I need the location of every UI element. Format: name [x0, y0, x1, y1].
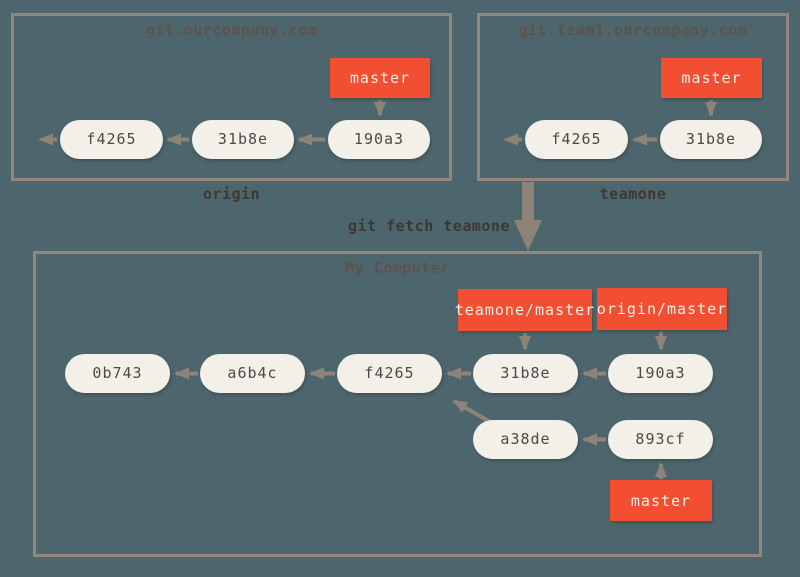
- local-commit-a38de: a38de: [473, 420, 578, 459]
- local-commit-f4265: f4265: [337, 354, 442, 393]
- remote-teamone-box: [477, 13, 789, 181]
- remote-teamone-name: teamone: [599, 185, 667, 203]
- remote-origin-box: [11, 13, 452, 181]
- local-computer-title: My Computer: [345, 259, 450, 277]
- local-commit-a6b4c: a6b4c: [200, 354, 305, 393]
- remote-origin-host: git.ourcompany.com: [145, 21, 318, 39]
- origin-commit-31b8e: 31b8e: [192, 120, 294, 159]
- teamone-master-tracking-tag: teamone/master: [455, 289, 594, 331]
- origin-commit-190a3: 190a3: [328, 120, 430, 159]
- teamone-master-branch-tag: master: [661, 58, 762, 98]
- remote-teamone-host: git.team1.ourcompany.com: [518, 21, 748, 39]
- local-commit-190a3: 190a3: [608, 354, 713, 393]
- origin-master-branch-tag: master: [330, 58, 430, 98]
- local-computer-box: [33, 251, 762, 557]
- origin-master-tracking-tag: origin/master: [597, 288, 727, 330]
- local-commit-0b743: 0b743: [65, 354, 170, 393]
- remote-origin-name: origin: [202, 185, 261, 203]
- local-commit-31b8e: 31b8e: [473, 354, 578, 393]
- teamone-commit-f4265: f4265: [525, 120, 628, 159]
- local-commit-893cf: 893cf: [608, 420, 713, 459]
- teamone-commit-31b8e: 31b8e: [660, 120, 762, 159]
- origin-commit-f4265: f4265: [60, 120, 163, 159]
- local-master-branch-tag: master: [610, 480, 712, 521]
- fetch-command-label: git fetch teamone: [347, 217, 510, 235]
